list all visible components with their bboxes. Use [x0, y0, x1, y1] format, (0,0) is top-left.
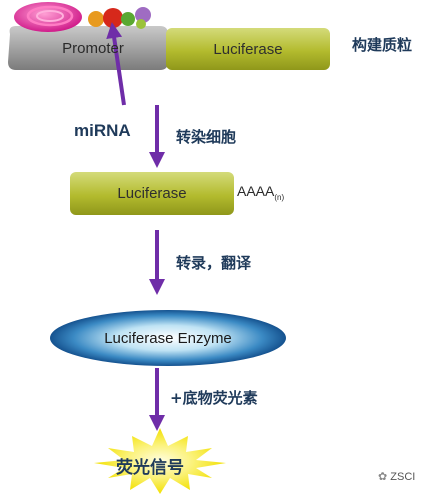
small-ball-red — [103, 8, 123, 28]
watermark-icon: ✿ — [378, 471, 391, 483]
signal-label: 荧光信号 — [116, 458, 184, 478]
small-ball-lime — [136, 19, 146, 29]
polya-tail: AAAA(n) — [237, 183, 284, 202]
plasmid-luciferase-label: Luciferase — [213, 40, 283, 58]
mirna-label: miRNA — [74, 121, 131, 140]
pink-protein-complex — [14, 2, 82, 32]
watermark-text: ZSCI — [390, 471, 416, 483]
step1-label: 转染细胞 — [176, 128, 237, 146]
mirna-arrow — [106, 22, 126, 106]
plasmid-caption: 构建质粒 — [352, 36, 413, 54]
step3-label: +底物荧光素 — [170, 389, 258, 407]
mrna-luciferase-block — [70, 172, 234, 215]
signal-burst — [94, 428, 226, 494]
step2-label: 转录，翻译 — [176, 254, 252, 272]
small-ball-orange — [88, 11, 104, 27]
small-ball-purple — [135, 7, 151, 23]
polya-subscript: (n) — [274, 192, 285, 202]
polya-text: AAAA — [237, 183, 275, 199]
mrna-luciferase-label: Luciferase — [117, 185, 187, 202]
enzyme-label: Luciferase Enzyme — [104, 329, 232, 347]
plasmid-luciferase-block — [166, 28, 330, 70]
small-ball-green — [121, 12, 135, 26]
promoter-label: Promoter — [62, 39, 124, 57]
promoter-block — [8, 26, 168, 70]
luciferase-enzyme-shape — [50, 310, 286, 366]
watermark: ✿ ZSCI — [378, 470, 415, 483]
